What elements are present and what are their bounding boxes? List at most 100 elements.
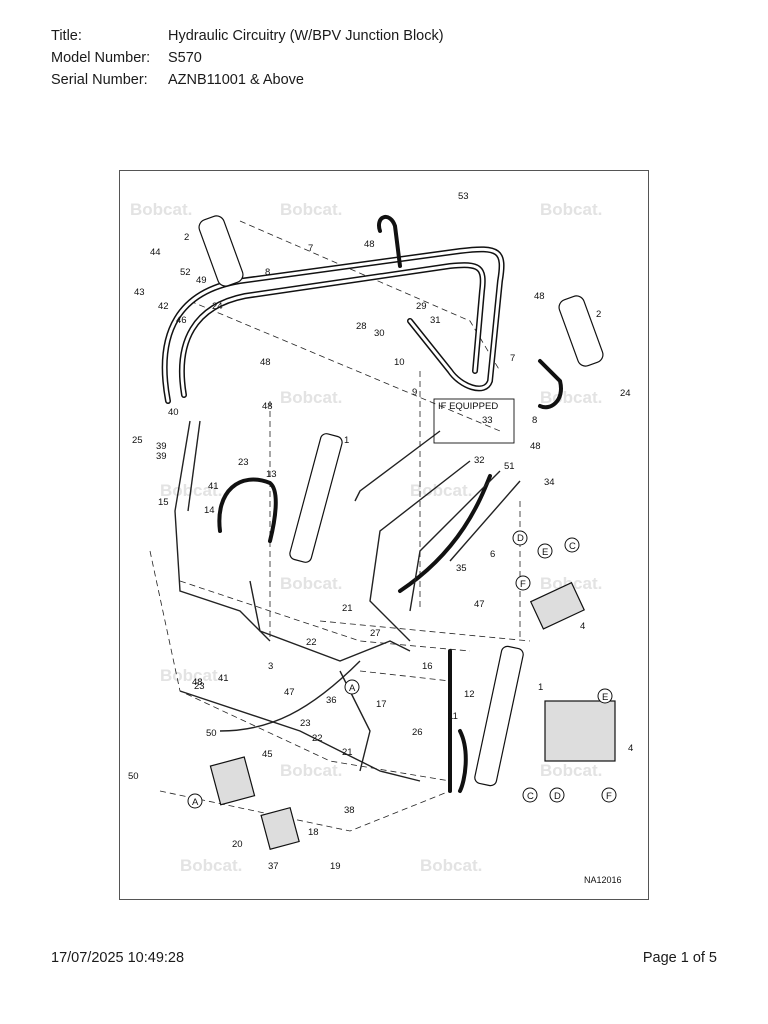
callout-label: A	[349, 683, 356, 694]
callout-label: 48	[530, 441, 541, 452]
watermark: Bobcat.	[420, 856, 482, 875]
callout-label: 2	[184, 232, 189, 243]
callout-label: 48	[364, 239, 375, 250]
timestamp: 17/07/2025 10:49:28	[51, 950, 185, 966]
callout-label: 41	[218, 673, 229, 684]
callout-label: 47	[474, 599, 485, 610]
watermark: Bobcat.	[280, 574, 342, 593]
callout-label: 30	[374, 328, 385, 339]
serial-label: Serial Number:	[51, 72, 148, 88]
callout-label: 8	[265, 267, 270, 278]
title-value: Hydraulic Circuitry (W/BPV Junction Bloc…	[168, 28, 444, 44]
watermark-group: Bobcat. Bobcat. Bobcat. Bobcat. Bobcat. …	[130, 200, 602, 875]
callout-label: 24	[620, 388, 631, 399]
callout-label: 36	[326, 695, 337, 706]
callout-label: 46	[176, 315, 187, 326]
callout-label: 14	[204, 505, 215, 516]
callout-label: 21	[342, 747, 353, 758]
callout-label: 28	[356, 321, 367, 332]
watermark: Bobcat.	[280, 200, 342, 219]
callout-label: 48	[260, 357, 271, 368]
callout-label: 48	[534, 291, 545, 302]
diagram-drawing: Bobcat. Bobcat. Bobcat. Bobcat. Bobcat. …	[128, 191, 633, 885]
watermark: Bobcat.	[280, 761, 342, 780]
callout-label: 17	[376, 699, 387, 710]
callout-label: 39	[156, 451, 167, 462]
callout-label: 6	[490, 549, 495, 560]
watermark: Bobcat.	[180, 856, 242, 875]
callout-label: 42	[158, 301, 169, 312]
callout-label: 26	[412, 727, 423, 738]
model-value: S570	[168, 50, 202, 66]
callout-label: E	[602, 692, 608, 703]
callout-label: 25	[132, 435, 143, 446]
callout-label: A	[192, 797, 199, 808]
callout-label: 8	[532, 415, 537, 426]
cylinder-icon	[558, 295, 604, 367]
cylinder-icon	[474, 645, 524, 787]
callout-label: 15	[158, 497, 169, 508]
callout-label: 23	[194, 681, 205, 692]
callout-label: 22	[312, 733, 323, 744]
callout-label: 23	[300, 718, 311, 729]
title-label: Title:	[51, 28, 82, 44]
valve-icon	[260, 806, 300, 851]
callout-label: 20	[232, 839, 243, 850]
callout-label: 41	[208, 481, 219, 492]
callout-label: 21	[342, 603, 353, 614]
callout-label: 3	[268, 661, 273, 672]
callout-label: F	[606, 791, 612, 802]
callout-label: 16	[422, 661, 433, 672]
cylinder-icon	[198, 215, 244, 287]
watermark: Bobcat.	[540, 388, 602, 407]
watermark: Bobcat.	[280, 388, 342, 407]
circled-letter-markers	[187, 530, 617, 809]
serial-value: AZNB11001 & Above	[168, 72, 304, 88]
valve-icon	[209, 756, 256, 806]
callout-label: 1	[538, 682, 543, 693]
callout-label: 53	[458, 191, 469, 202]
callout-label: 49	[196, 275, 207, 286]
callout-label: 48	[262, 401, 273, 412]
callout-label: E	[542, 547, 548, 558]
valve-icon	[529, 581, 585, 630]
if-equipped-box: IF EQUIPPED	[433, 398, 515, 444]
callout-label: 40	[168, 407, 179, 418]
valve-blocks	[209, 581, 616, 851]
watermark: Bobcat.	[130, 200, 192, 219]
callout-label: 45	[262, 749, 273, 760]
callout-label: 33	[482, 415, 493, 426]
callout-label: 32	[474, 455, 485, 466]
callout-label: 4	[580, 621, 585, 632]
callout-label: 11	[448, 711, 458, 722]
callout-label: 39	[156, 441, 167, 452]
callout-label: 35	[456, 563, 467, 574]
callout-label: 48	[192, 677, 203, 688]
callout-label: 7	[308, 243, 313, 254]
cylinder-icon	[289, 433, 343, 563]
callout-label: 50	[206, 728, 217, 739]
callout-label: 47	[284, 687, 295, 698]
callout-label: 7	[510, 353, 515, 364]
callout-label: 43	[134, 287, 145, 298]
valve-icon	[544, 700, 616, 762]
cylinders	[198, 215, 604, 787]
callout-label: 50	[128, 771, 139, 782]
callout-label: 4	[628, 743, 633, 754]
callout-label: C	[569, 541, 576, 552]
callout-label: 13	[266, 469, 277, 480]
callout-label: 44	[150, 247, 161, 258]
model-label: Model Number:	[51, 50, 151, 66]
main-hose-loop	[161, 246, 505, 404]
callout-label: 31	[430, 315, 441, 326]
callout-label: 23	[238, 457, 249, 468]
callout-label: 52	[180, 267, 191, 278]
hydraulic-diagram: Bobcat. Bobcat. Bobcat. Bobcat. Bobcat. …	[119, 170, 649, 900]
watermark: Bobcat.	[540, 761, 602, 780]
callout-label: 29	[416, 301, 427, 312]
callout-label: D	[554, 791, 561, 802]
callout-label: D	[517, 533, 524, 544]
callout-label: 51	[504, 461, 515, 472]
page-number: Page 1 of 5	[642, 950, 717, 966]
